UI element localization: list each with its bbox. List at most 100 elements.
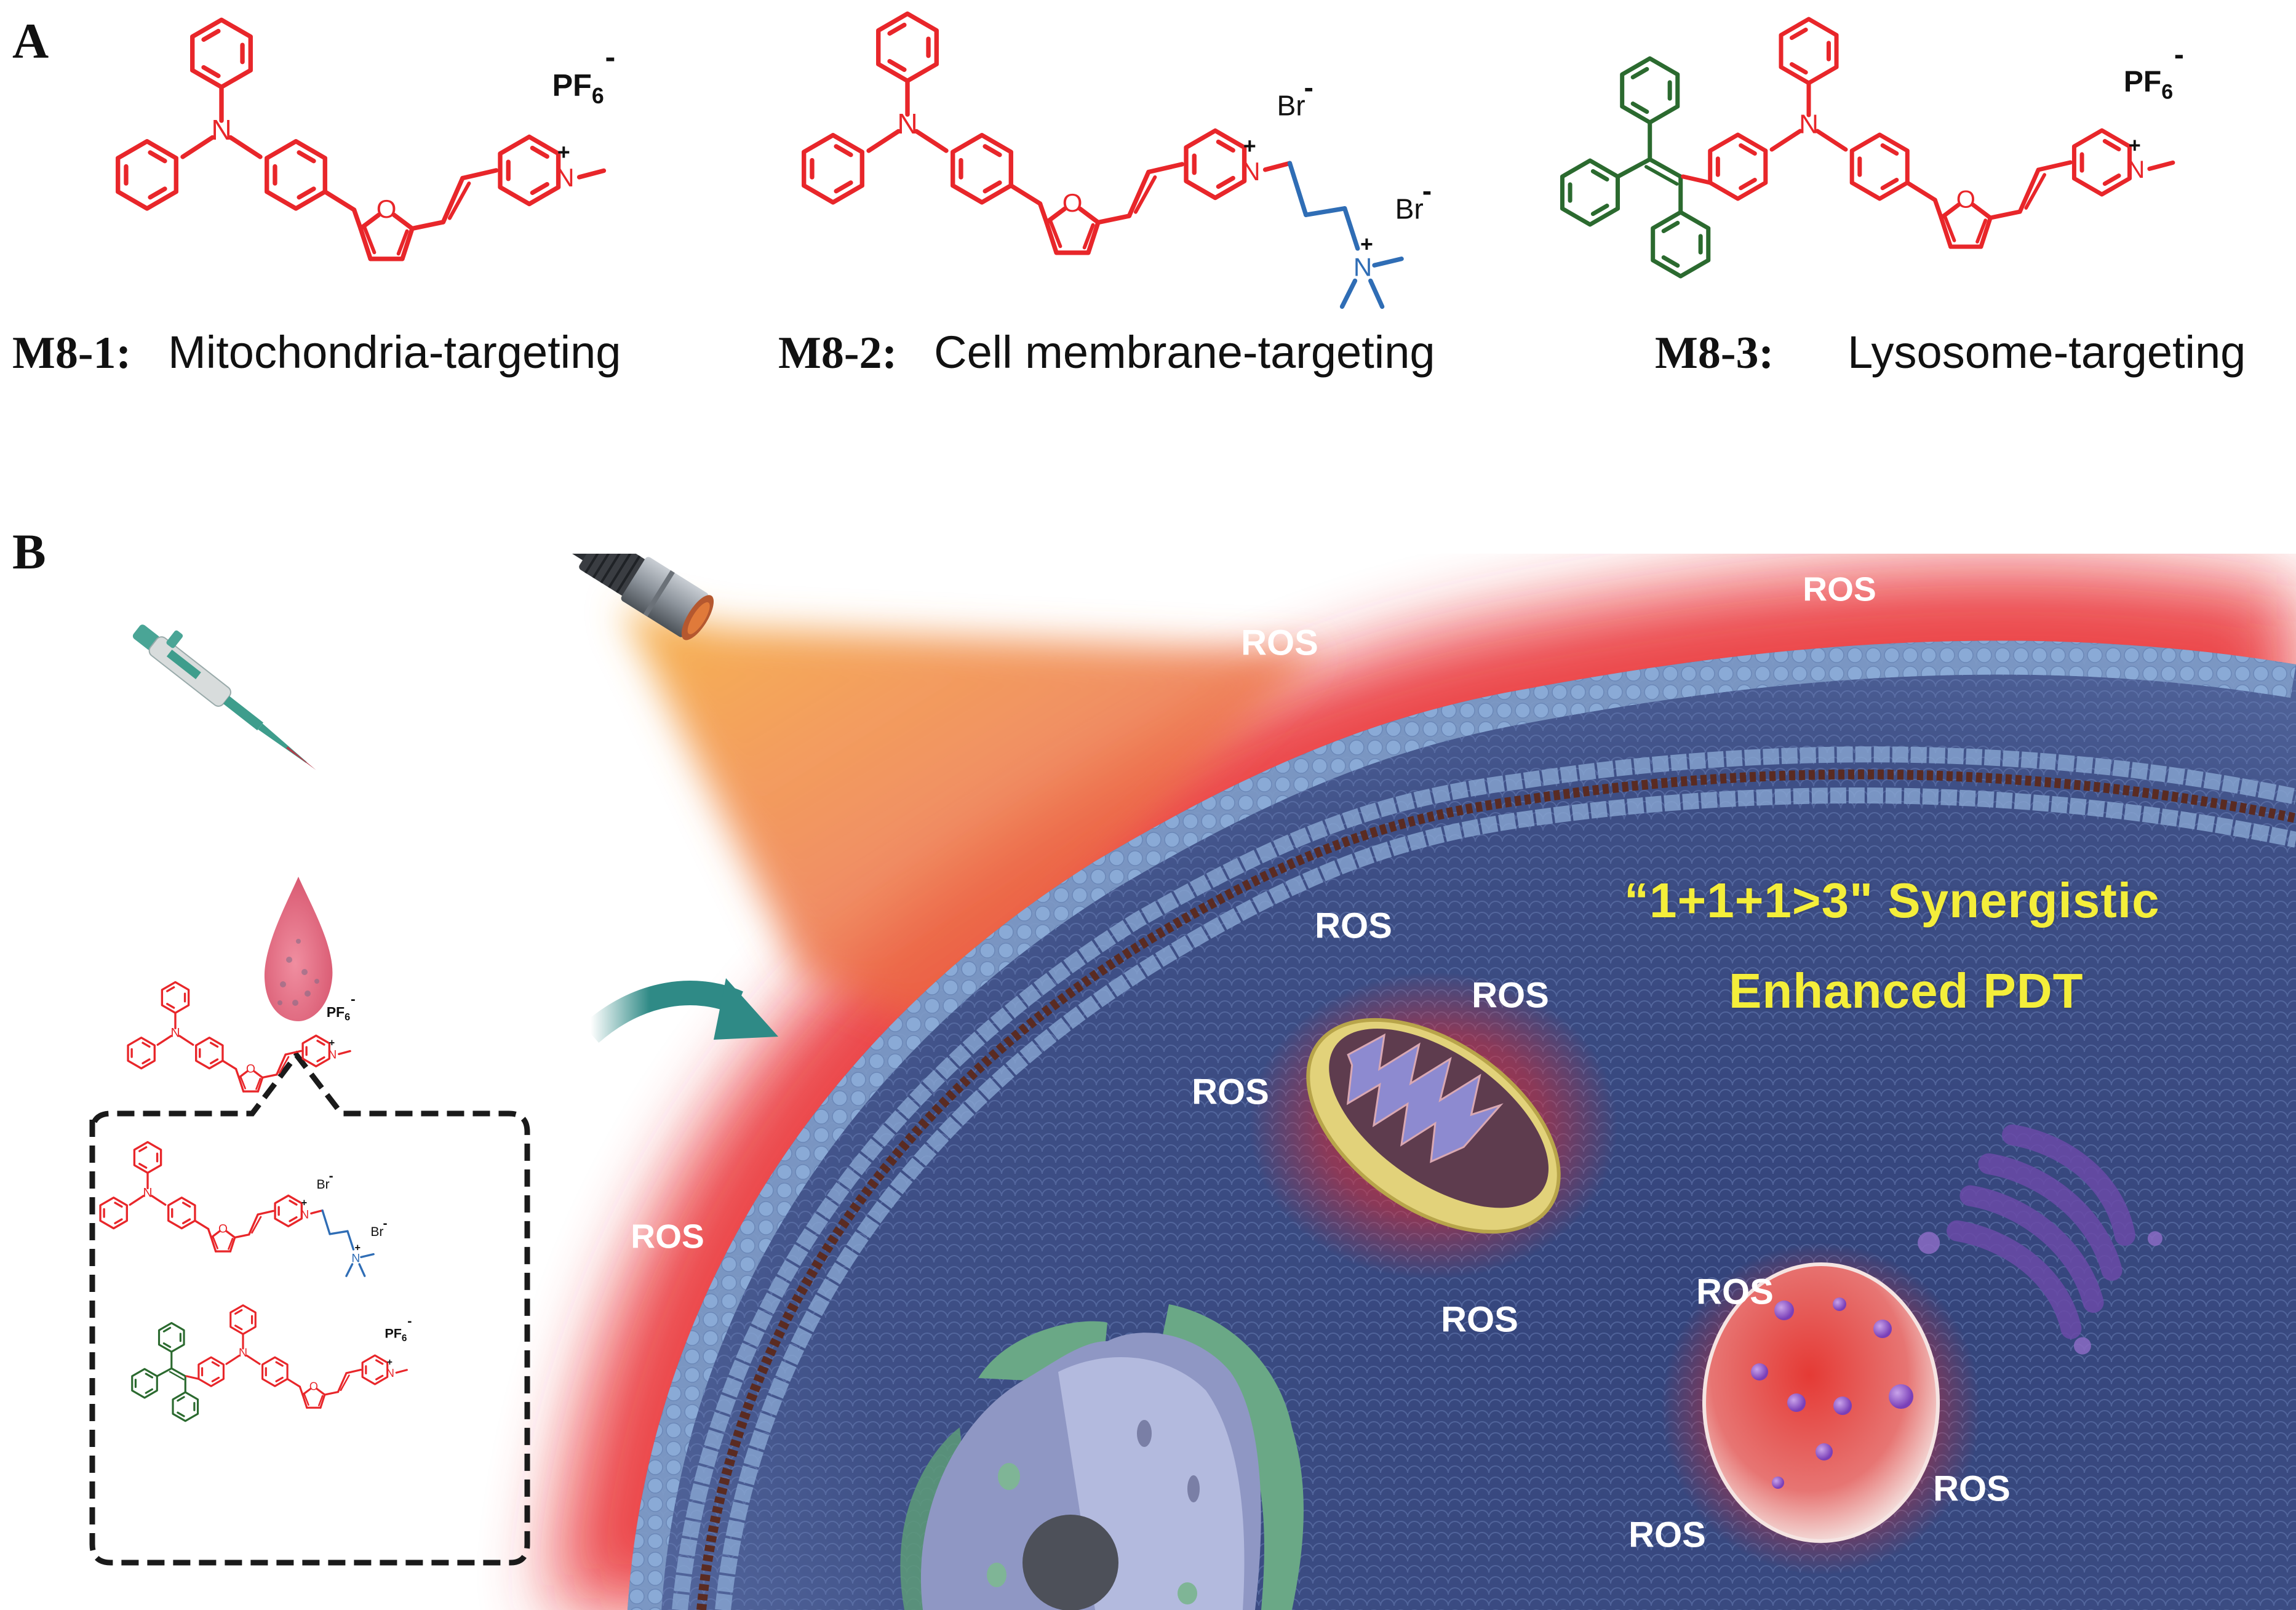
- furan-oxygen-label: O: [218, 1223, 228, 1236]
- phenyl-ring: [1779, 17, 1839, 86]
- molecule-target: Cell membrane-targeting: [934, 327, 1435, 378]
- phenylene-ring: [197, 1356, 225, 1387]
- nucleus: [920, 1333, 1261, 1610]
- ros-star: ROS: [1803, 570, 1876, 608]
- ros-label: ROS: [1441, 1299, 1518, 1339]
- pyridinium-ring: [301, 1034, 330, 1067]
- ros-star: ROS: [1315, 906, 1392, 946]
- phenyl-ring: [876, 11, 939, 84]
- amine-nitrogen-label: N: [170, 1026, 180, 1040]
- ros-label: ROS: [1696, 1272, 1774, 1312]
- phenyl-ring: [229, 1304, 257, 1336]
- pyridinium-ring: [361, 1354, 389, 1385]
- tetraphenylethylene-unit: [1560, 56, 1711, 279]
- ros-star: ROS: [1192, 1072, 1269, 1112]
- pyridinium-ring: [2071, 128, 2132, 197]
- counterion-charge: -: [1422, 175, 1432, 207]
- propyl-linker: [1287, 161, 1360, 251]
- phenylene-ring: [951, 133, 1013, 205]
- pyridinium-nitrogen-label: N: [328, 1048, 337, 1061]
- counterion-subscript: 6: [402, 1333, 407, 1344]
- phenyl-ring: [190, 17, 253, 90]
- amine-nitrogen-label: N: [211, 114, 231, 146]
- counterion-label: PF6: [552, 68, 604, 109]
- lysosome-particle: [1774, 1301, 1794, 1320]
- positive-charge-label: +: [2129, 134, 2141, 157]
- phenyl-ring: [157, 1321, 185, 1353]
- membrane-outer-leaflet: [672, 746, 2296, 1610]
- molecule-structure-m8-3: NON+PF6-: [131, 1304, 412, 1422]
- amine-nitrogen-label: N: [1799, 110, 1819, 140]
- positive-charge-label: +: [557, 140, 570, 165]
- furan-oxygen-label: O: [377, 194, 397, 223]
- positive-charge-label: +: [387, 1357, 393, 1368]
- light-beam: [621, 606, 1323, 1034]
- phenylene-ring: [195, 1037, 224, 1070]
- lysosome-particle: [1889, 1384, 1913, 1409]
- molecule-structure-m8-1: NON+PF6-: [116, 17, 616, 261]
- ros-label: ROS: [1472, 975, 1549, 1015]
- pyridinium-ring: [1184, 128, 1247, 201]
- phenyl-ring: [172, 1391, 199, 1422]
- light-source-icon: [563, 554, 714, 640]
- ros-star: ROS: [1933, 1469, 2011, 1508]
- phenyl-ring: [133, 1141, 162, 1174]
- ros-label: ROS: [1315, 906, 1392, 946]
- phenyl-ring: [1620, 56, 1680, 125]
- counterion-pf6: PF6-: [2124, 38, 2184, 103]
- pipette-icon: [132, 624, 316, 770]
- counterion-pf6: PF6-: [385, 1313, 412, 1344]
- phenyl-ring: [127, 1037, 156, 1070]
- pyridinium-ring: [498, 134, 561, 207]
- counterion-charge: -: [407, 1313, 412, 1329]
- furan-oxygen-label: O: [246, 1063, 255, 1076]
- molecule-label-m8-1: M8-1:Mitochondria-targeting: [12, 326, 621, 380]
- phenyl-ring: [99, 1197, 128, 1230]
- pyridinium-nitrogen-label: N: [1242, 157, 1260, 186]
- counterion-charge: -: [605, 39, 616, 74]
- counterion-label: PF6: [327, 1004, 351, 1023]
- molecule-target: Lysosome-targeting: [1848, 327, 2246, 378]
- pyridinium-nitrogen-label: N: [386, 1367, 394, 1379]
- furan-oxygen-label: O: [1062, 188, 1083, 217]
- furan-ring: [358, 212, 415, 261]
- inset-molecules: NON+PF6-NON+N+Br-Br-NON+PF6-: [99, 981, 412, 1422]
- tetraphenylethylene-unit: [131, 1321, 199, 1422]
- counterion-charge: -: [351, 991, 356, 1007]
- furan-ring: [1044, 206, 1101, 255]
- cell-membrane-lipids: [628, 640, 2296, 1610]
- furan-oxygen-label: O: [1956, 186, 1975, 213]
- pyridinium-ring: [274, 1194, 303, 1227]
- ros-label: ROS: [1933, 1469, 2011, 1508]
- phenyl-ring: [1560, 158, 1620, 227]
- lysosome-particle: [1772, 1476, 1784, 1489]
- panel-b-letter: B: [12, 524, 46, 580]
- mitochondrion: [1306, 1018, 1561, 1234]
- molecule-code: M8-3:: [1655, 328, 1774, 378]
- counterion-subscript: 6: [592, 84, 604, 108]
- amine-nitrogen-label: N: [143, 1186, 152, 1200]
- ammonium-nitrogen-label: N: [1353, 253, 1372, 282]
- pyridinium-nitrogen-label: N: [556, 163, 574, 192]
- ros-star: ROS: [1241, 623, 1318, 663]
- photosensitizer-droplet: [264, 877, 333, 1021]
- pyridinium-nitrogen-label: N: [300, 1208, 309, 1221]
- positive-charge-label: +: [329, 1037, 335, 1048]
- synergy-title-line1: “1+1+1>3" Synergistic: [1624, 873, 2160, 928]
- molecule-inset-box: [89, 1050, 530, 1566]
- lysosome-particle: [1787, 1393, 1806, 1412]
- lysosome-particle: [1873, 1320, 1892, 1338]
- golgi-apparatus: [1918, 1124, 2162, 1355]
- furan-oxygen-label: O: [309, 1381, 318, 1393]
- ros-label: ROS: [1192, 1072, 1269, 1112]
- membrane-inner-leaflet: [715, 787, 2296, 1610]
- counterion-charge: -: [2174, 38, 2184, 71]
- furan-ring: [210, 1230, 236, 1253]
- panel-a-letter: A: [12, 13, 49, 69]
- amine-nitrogen-label: N: [897, 108, 917, 140]
- synergy-title-line2: Enhanced PDT: [1729, 963, 2084, 1018]
- molecule-structure-m8-3: NON+PF6-: [1560, 17, 2184, 279]
- molecule-label-m8-2: M8-2:Cell membrane-targeting: [778, 326, 1435, 380]
